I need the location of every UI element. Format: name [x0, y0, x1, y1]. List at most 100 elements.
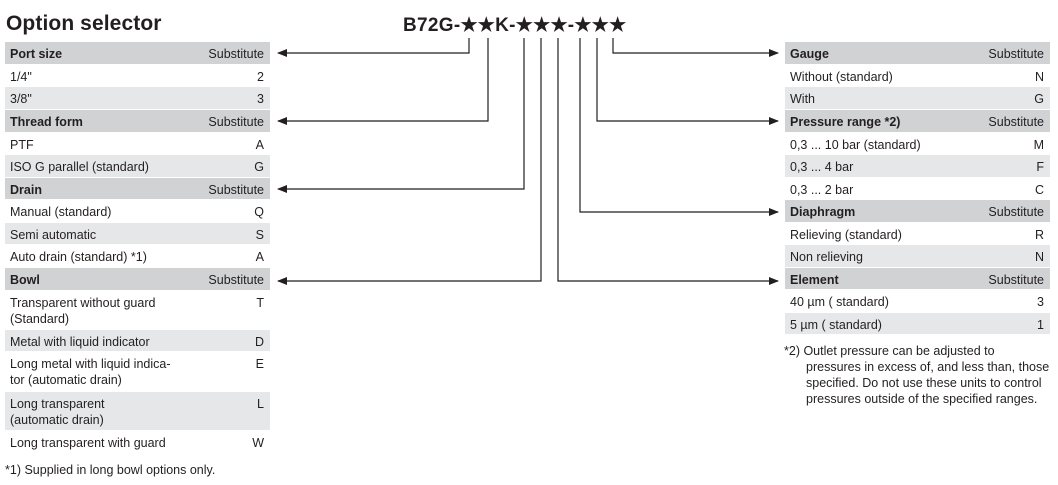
option-label: Relieving (standard)	[790, 228, 902, 242]
option-label: Manual (standard)	[10, 205, 112, 219]
option-row: 0,3 ... 4 bar F	[785, 155, 1050, 178]
option-row: Long metal with liquid indica-tor (autom…	[5, 352, 270, 392]
section-header-bowl: Bowl Substitute	[5, 268, 270, 291]
option-label: Metal with liquid indicator	[10, 335, 150, 349]
option-row: Manual (standard) Q	[5, 200, 270, 223]
connector-pressure-range	[596, 38, 779, 125]
footnote-2: *2) Outlet pressure can be adjusted to p…	[784, 343, 1052, 407]
option-row: Long transparent (automatic drain) L	[5, 392, 270, 431]
section-name: Gauge	[790, 47, 829, 61]
section-name: Diaphragm	[790, 205, 856, 219]
section-name: Thread form	[10, 115, 83, 129]
option-code: 3	[1037, 295, 1044, 309]
option-label-line2: (Standard)	[10, 312, 70, 326]
option-label: Long metal with liquid indica-tor (autom…	[10, 356, 171, 388]
section-name: Port size	[10, 47, 63, 61]
option-code: R	[1034, 228, 1044, 242]
section-name: Bowl	[10, 273, 40, 287]
option-label: Without (standard)	[790, 70, 893, 84]
option-code: C	[1034, 183, 1044, 197]
option-code: N	[1034, 250, 1044, 264]
right-option-table: Gauge Substitute Without (standard) N Wi…	[785, 42, 1050, 335]
substitute-label: Substitute	[988, 47, 1044, 61]
option-row: Semi automatic S	[5, 223, 270, 245]
option-row: Metal with liquid indicator D	[5, 330, 270, 352]
substitute-label: Substitute	[988, 115, 1044, 129]
option-row: PTF A	[5, 133, 270, 155]
option-row: 1/4" 2	[5, 65, 270, 87]
option-row: Non relieving N	[785, 245, 1050, 268]
option-code: E	[255, 357, 264, 371]
option-code: 3	[257, 92, 264, 106]
section-name: Drain	[10, 183, 42, 197]
option-code: A	[255, 250, 264, 264]
substitute-label: Substitute	[208, 47, 264, 61]
substitute-label: Substitute	[208, 183, 264, 197]
option-label: 5 µm ( standard)	[790, 318, 882, 332]
option-label: 3/8"	[10, 92, 32, 106]
option-label-line2: (automatic drain)	[10, 413, 104, 427]
connector-port-size	[277, 38, 470, 57]
option-code: S	[255, 228, 264, 242]
footnote-2-rest: pressures in excess of, and less than, t…	[806, 360, 1050, 406]
option-code: T	[256, 296, 264, 310]
page-title: Option selector	[6, 12, 162, 35]
connector-diaphragm	[579, 38, 779, 216]
option-label-line1: Transparent without guard	[10, 296, 156, 310]
option-label: 0,3 ... 10 bar (standard)	[790, 138, 921, 152]
substitute-label: Substitute	[208, 115, 264, 129]
substitute-label: Substitute	[208, 273, 264, 287]
option-label: 1/4"	[10, 70, 32, 84]
option-row: Auto drain (standard) *1) A	[5, 245, 270, 268]
section-header-pressure-range: Pressure range *2) Substitute	[785, 110, 1050, 133]
option-label: Semi automatic	[10, 228, 97, 242]
option-label: With	[790, 92, 815, 106]
section-header-element: Element Substitute	[785, 268, 1050, 290]
option-label: Transparent without guard (Standard)	[10, 295, 155, 327]
connector-bowl	[277, 38, 542, 285]
substitute-label: Substitute	[988, 205, 1044, 219]
option-label: 40 µm ( standard)	[790, 295, 889, 309]
option-code: M	[1033, 138, 1044, 152]
option-code: G	[1034, 92, 1044, 106]
section-name: Pressure range *2)	[790, 115, 901, 129]
option-code: L	[257, 397, 264, 411]
option-code: Q	[254, 205, 264, 219]
option-code: W	[252, 436, 264, 450]
option-code: N	[1034, 70, 1044, 84]
section-header-gauge: Gauge Substitute	[785, 42, 1050, 65]
connector-drain	[277, 38, 525, 193]
section-header-thread-form: Thread form Substitute	[5, 110, 270, 133]
option-row: 0,3 ... 2 bar C	[785, 178, 1050, 200]
option-label-line1: Long transparent	[10, 397, 105, 411]
option-row: Long transparent with guard W	[5, 431, 270, 454]
option-row: ISO G parallel (standard) G	[5, 155, 270, 178]
option-row: Transparent without guard (Standard) T	[5, 291, 270, 330]
option-code: D	[254, 335, 264, 349]
connector-thread-form	[277, 38, 489, 125]
option-row: 40 µm ( standard) 3	[785, 290, 1050, 313]
option-row: 3/8" 3	[5, 87, 270, 110]
option-label: Long transparent (automatic drain)	[10, 396, 105, 428]
option-label: 0,3 ... 4 bar	[790, 160, 854, 174]
option-label: Auto drain (standard) *1)	[10, 250, 147, 264]
option-row: 5 µm ( standard) 1	[785, 313, 1050, 335]
option-label: 0,3 ... 2 bar	[790, 183, 854, 197]
section-header-drain: Drain Substitute	[5, 178, 270, 200]
option-code: 2	[257, 70, 264, 84]
option-row: 0,3 ... 10 bar (standard) M	[785, 133, 1050, 155]
option-label-line1: Long metal with liquid indica-	[10, 357, 171, 371]
option-row: With G	[785, 87, 1050, 110]
option-label: Long transparent with guard	[10, 436, 166, 450]
option-code: A	[255, 138, 264, 152]
section-name: Element	[790, 273, 839, 287]
section-header-diaphragm: Diaphragm Substitute	[785, 200, 1050, 223]
option-code: F	[1036, 160, 1044, 174]
left-option-table: Port size Substitute 1/4" 2 3/8" 3 Threa…	[5, 42, 270, 454]
substitute-label: Substitute	[988, 273, 1044, 287]
model-code: B72G-★★K-★★★-★★★	[403, 15, 627, 36]
option-label: ISO G parallel (standard)	[10, 160, 149, 174]
option-code: G	[254, 160, 264, 174]
option-row: Without (standard) N	[785, 65, 1050, 87]
